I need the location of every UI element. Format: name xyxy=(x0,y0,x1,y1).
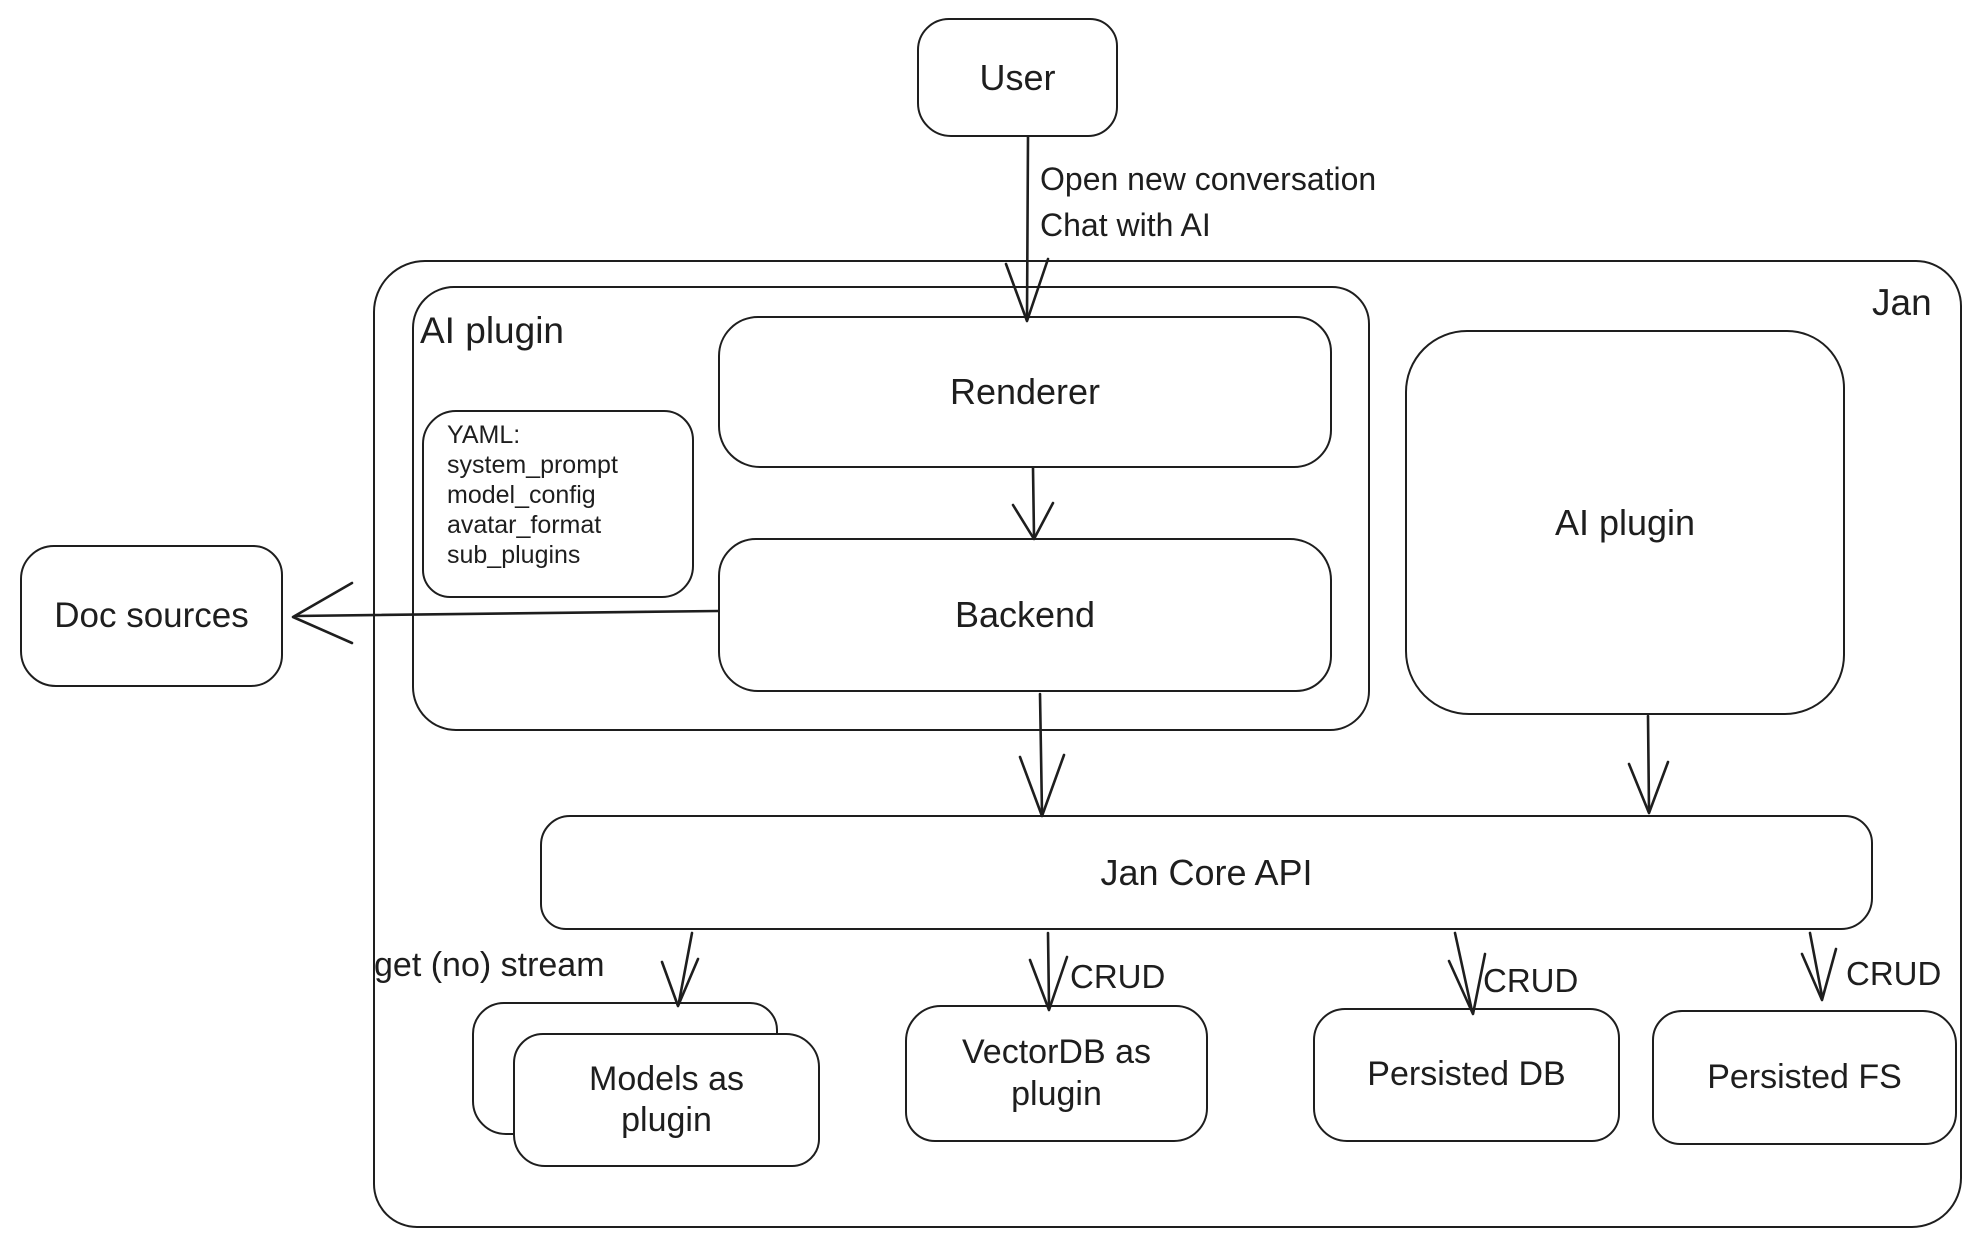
yaml-note-text: YAML: system_prompt model_config avatar_… xyxy=(447,420,618,570)
yaml-note-line: sub_plugins xyxy=(447,541,581,569)
get-no-stream-label: get (no) stream xyxy=(374,946,605,984)
arrow-head xyxy=(291,581,354,645)
yaml-note-line: system_prompt xyxy=(447,451,618,479)
vectordb-plugin-label: VectorDB as plugin xyxy=(962,1033,1151,1113)
jan-container-label: Jan xyxy=(1872,282,1932,323)
models-plugin-node: Models as plugin xyxy=(513,1033,820,1167)
vectordb-plugin-node: VectorDB as plugin xyxy=(905,1005,1208,1142)
crud-label-persisted-fs: CRUD xyxy=(1846,955,1942,992)
doc-sources-label: Doc sources xyxy=(54,595,249,635)
crud-label-persisted-db: CRUD xyxy=(1483,962,1579,999)
user-flow-label-line2: Chat with AI xyxy=(1040,207,1211,243)
backend-node: Backend xyxy=(718,538,1332,692)
ai-plugin-right-node: AI plugin xyxy=(1405,330,1845,715)
ai-plugin-right-label: AI plugin xyxy=(1554,501,1696,543)
persisted-db-node: Persisted DB xyxy=(1313,1008,1620,1142)
user-label: User xyxy=(979,56,1056,98)
jan-container xyxy=(373,260,1962,1228)
yaml-note-line: avatar_format xyxy=(447,511,602,539)
user-flow-label: Open new conversation Chat with AI xyxy=(1040,156,1376,248)
yaml-note-line: model_config xyxy=(447,481,596,509)
persisted-db-label: Persisted DB xyxy=(1367,1055,1566,1094)
user-node: User xyxy=(917,18,1118,137)
renderer-node: Renderer xyxy=(718,316,1332,468)
ai-plugin-left-container xyxy=(412,286,1370,731)
renderer-label: Renderer xyxy=(949,371,1101,413)
ai-plugin-left-label: AI plugin xyxy=(420,310,564,351)
yaml-note-box xyxy=(422,410,694,598)
crud-label-vectordb: CRUD xyxy=(1070,958,1166,995)
persisted-fs-node: Persisted FS xyxy=(1652,1010,1957,1145)
jan-core-api-label: Jan Core API xyxy=(1100,851,1313,893)
jan-core-api-node: Jan Core API xyxy=(540,815,1873,930)
models-plugin-label: Models as plugin xyxy=(589,1059,744,1139)
persisted-fs-label: Persisted FS xyxy=(1707,1057,1902,1096)
doc-sources-node: Doc sources xyxy=(20,545,283,687)
yaml-note-line: YAML: xyxy=(447,421,521,449)
user-flow-label-line1: Open new conversation xyxy=(1040,161,1377,197)
backend-label: Backend xyxy=(954,594,1096,636)
